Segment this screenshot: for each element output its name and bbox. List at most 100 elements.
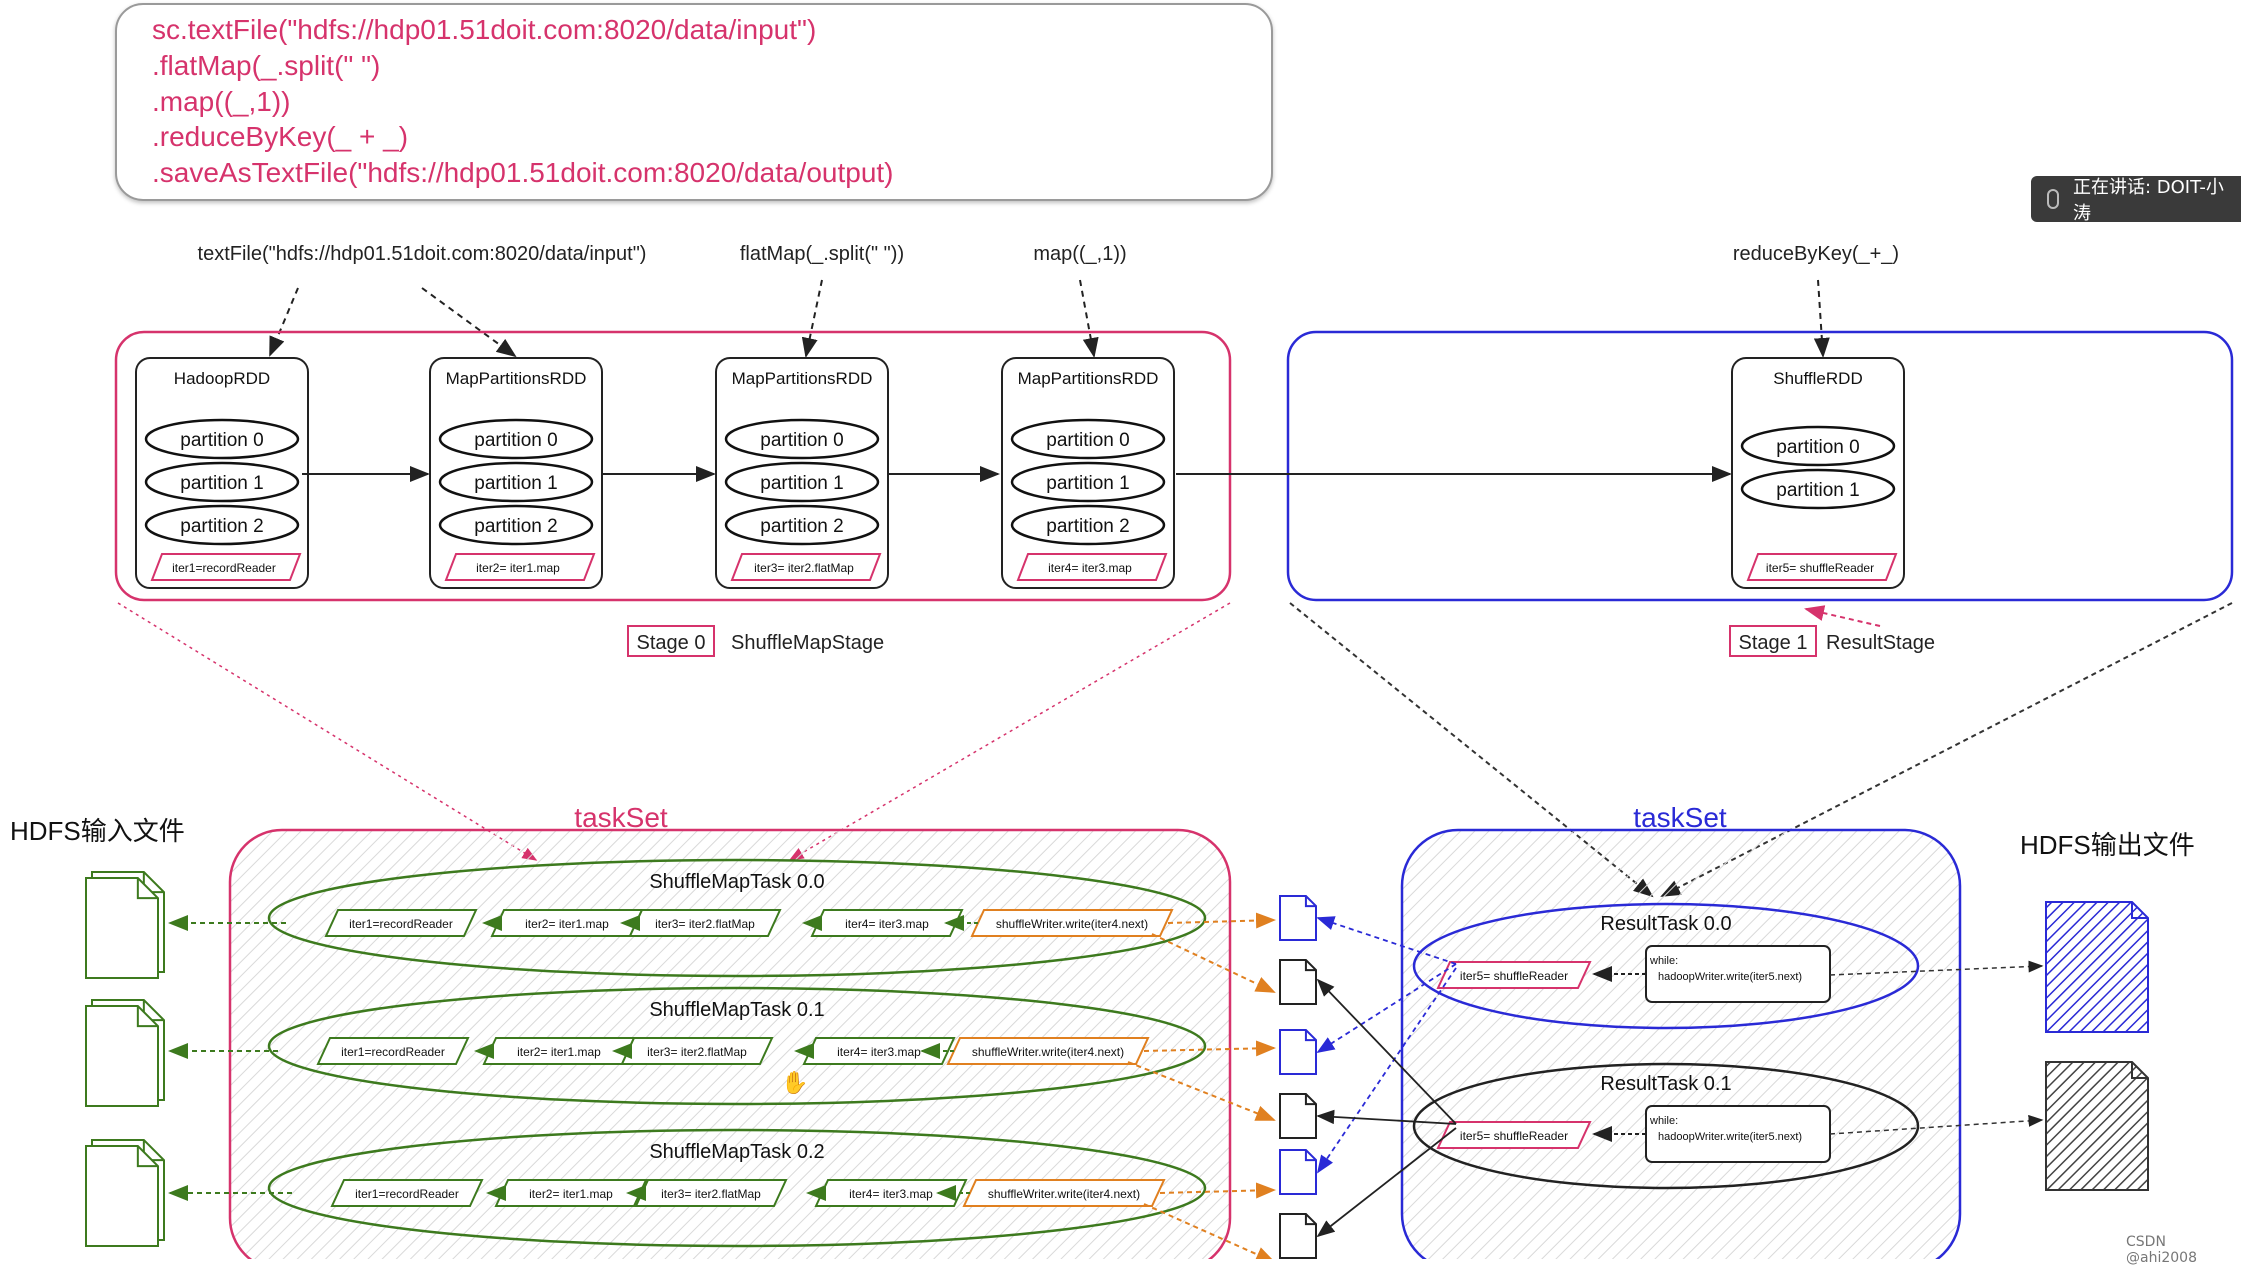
stage0-badge — [627, 625, 715, 657]
iter-label: iter5= shuffleReader — [1766, 561, 1874, 575]
partition-ellipse: partition 2 — [144, 504, 300, 546]
task-ellipse — [1412, 1062, 1920, 1190]
iter-parallelogram — [444, 553, 596, 581]
iter-parallelogram — [1746, 553, 1898, 581]
partition-label: partition 0 — [180, 430, 263, 451]
shuffle-read-arrow — [1316, 963, 1457, 1053]
step-label: iter4= iter3.map — [849, 1187, 933, 1201]
hdfs-output-label: HDFS输出文件 — [2020, 830, 2195, 860]
partition-label: partition 1 — [474, 473, 557, 494]
code-line: .map((_,1)) — [152, 86, 291, 117]
partition-ellipse: partition 1 — [1740, 468, 1896, 510]
step-parallelogram — [316, 1037, 470, 1065]
shuffle-write-arrow — [1159, 1182, 1276, 1199]
shuffle-read-arrow — [1316, 916, 1457, 965]
op-arrow — [269, 287, 299, 357]
step-label: iter4= iter3.map — [845, 917, 929, 931]
stage0-container — [114, 330, 1232, 602]
shuffle-read-arrow — [1316, 1127, 1457, 1238]
rdd-name: HadoopRDD — [174, 369, 270, 388]
shuffle-read-arrow — [1316, 978, 1457, 1125]
shuffle-file-icon — [1279, 1093, 1317, 1139]
iter-label: iter2= iter1.map — [476, 561, 560, 575]
stage0-badge-label: Stage 0 — [637, 632, 706, 654]
code-line: .saveAsTextFile("hdfs://hdp01.51doit.com… — [152, 157, 894, 188]
reader-label: iter5= shuffleReader — [1460, 969, 1568, 983]
partition-label: partition 1 — [1046, 473, 1129, 494]
shuffle-file-icon — [1279, 1149, 1317, 1195]
writer-parallelogram — [970, 909, 1174, 937]
shuffle-write-arrow — [1143, 1040, 1276, 1057]
code-line: .flatMap(_.split(" ") — [152, 50, 381, 81]
task-title: ShuffleMapTask 0.2 — [649, 1141, 824, 1163]
shuffle-write-arrow — [1151, 933, 1276, 993]
writer-parallelogram — [946, 1037, 1150, 1065]
shuffle-read-arrow — [1316, 1109, 1457, 1125]
iter-label: iter4= iter3.map — [1048, 561, 1132, 575]
partition-ellipse: partition 2 — [724, 504, 880, 546]
partition-ellipse: partition 2 — [1010, 504, 1166, 546]
task-ellipse — [267, 986, 1207, 1106]
writer-label: shuffleWriter.write(iter4.next) — [988, 1187, 1140, 1201]
writer-parallelogram — [962, 1179, 1166, 1207]
writer-label: shuffleWriter.write(iter4.next) — [996, 917, 1148, 931]
partition-ellipse: partition 1 — [144, 461, 300, 503]
iter-label: iter3= iter2.flatMap — [754, 561, 854, 575]
step-parallelogram — [324, 909, 478, 937]
task-title: ResultTask 0.1 — [1600, 1073, 1731, 1095]
stage0-link — [788, 602, 1231, 861]
partition-label: partition 2 — [474, 516, 557, 537]
iter-parallelogram — [150, 553, 302, 581]
code-line: .reduceByKey(_ + _) — [152, 121, 409, 152]
stage0-label: ShuffleMapStage — [731, 632, 884, 654]
partition-ellipse: partition 0 — [144, 418, 300, 460]
step-label: iter2= iter1.map — [517, 1045, 601, 1059]
partition-ellipse: partition 0 — [724, 418, 880, 460]
task-title: ResultTask 0.0 — [1600, 913, 1731, 935]
shuffle-file-icon — [1279, 1213, 1317, 1259]
op-arrow — [1079, 279, 1099, 358]
hand-cursor-icon: ✋ — [781, 1070, 809, 1095]
rdd-name: MapPartitionsRDD — [1018, 369, 1159, 388]
partition-label: partition 1 — [1776, 480, 1859, 501]
shuffle-write-arrow — [1143, 1203, 1276, 1259]
stage1-container — [1286, 330, 2234, 602]
shuffle-file-icon — [1279, 1029, 1317, 1075]
taskset-right-label: taskSet — [1633, 802, 1727, 833]
iter-parallelogram — [730, 553, 882, 581]
step-label: iter2= iter1.map — [525, 917, 609, 931]
speaker-label: 正在讲话: DOIT-小涛 — [2072, 177, 2224, 224]
shuffle-file-icon — [1279, 959, 1317, 1005]
step-label: iter3= iter2.flatMap — [661, 1187, 761, 1201]
step-label: iter2= iter1.map — [529, 1187, 613, 1201]
rdd-0: HadoopRDD partition 0 partition 1partition… — [135, 357, 309, 589]
partition-ellipse: partition 0 — [1010, 418, 1166, 460]
microphone-icon — [2047, 189, 2059, 209]
rdd-3: MapPartitionsRDD partition 0 partition 1 pa… — [1001, 357, 1175, 589]
op-label-reducebykey: reduceByKey(_+_) — [1733, 243, 1899, 265]
taskset-right-container — [1400, 828, 1962, 1259]
step-label: iter3= iter2.flatMap — [647, 1045, 747, 1059]
code-line: sc.textFile("hdfs://hdp01.51doit.com:802… — [152, 14, 817, 45]
shuffle-write-arrow — [1127, 1061, 1276, 1121]
result-task-0: ResultTask 0.0 iter5= shuffleReader while:… — [1412, 902, 1920, 1030]
step-label: iter1=recordReader — [341, 1045, 445, 1059]
writer-line: while: — [1649, 955, 1678, 967]
step-label: iter4= iter3.map — [837, 1045, 921, 1059]
step-label: iter1=recordReader — [349, 917, 453, 931]
task-ellipse — [1412, 902, 1920, 1030]
op-arrow — [1813, 279, 1830, 358]
partition-ellipse: partition 1 — [724, 461, 880, 503]
partition-ellipse: partition 1 — [1010, 461, 1166, 503]
partition-label: partition 0 — [1776, 437, 1859, 458]
stage1-badge — [1729, 625, 1817, 657]
watermark: CSDN @ahi2008 — [2126, 1234, 2197, 1266]
result-tasks: ResultTask 0.0 iter5= shuffleReader while:… — [1316, 902, 1920, 1238]
step-label: iter3= iter2.flatMap — [655, 917, 755, 931]
